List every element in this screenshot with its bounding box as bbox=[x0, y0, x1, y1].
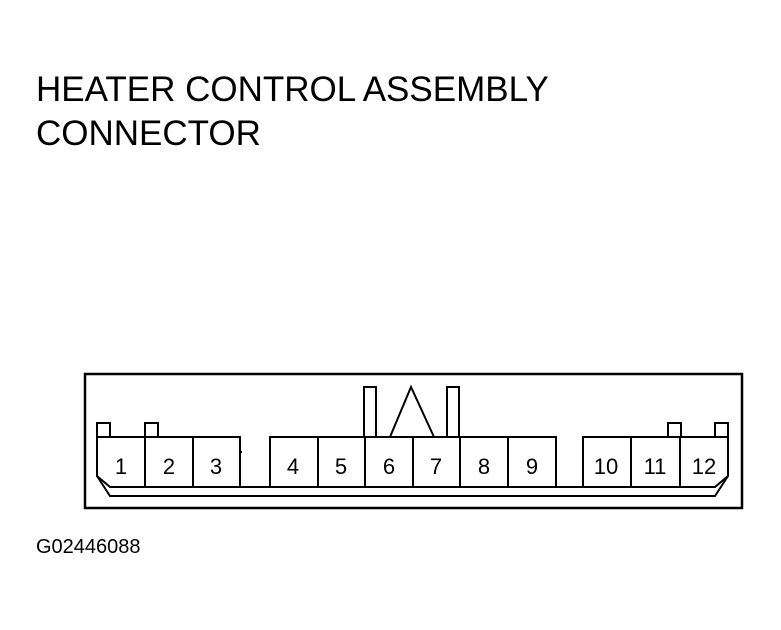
pin-label-4: 4 bbox=[287, 454, 299, 479]
diagram-title-line-2: CONNECTOR bbox=[36, 114, 261, 153]
pin-label-3: 3 bbox=[210, 454, 222, 479]
pin-group-center bbox=[269, 436, 557, 488]
pin-group-right bbox=[582, 436, 729, 488]
diagram-title-line-1: HEATER CONTROL ASSEMBLY bbox=[36, 70, 549, 109]
pin-label-10: 10 bbox=[594, 454, 618, 479]
pin-label-11: 11 bbox=[644, 454, 667, 479]
pin-label-5: 5 bbox=[335, 454, 347, 479]
pin-label-7: 7 bbox=[430, 454, 442, 479]
connector-housing bbox=[83, 372, 744, 510]
connector-latch bbox=[363, 384, 460, 438]
pin-label-2: 2 bbox=[163, 454, 175, 479]
pin-label-6: 6 bbox=[383, 454, 395, 479]
pin-label-9: 9 bbox=[526, 454, 538, 479]
locating-tabs bbox=[96, 422, 729, 438]
pin-label-8: 8 bbox=[478, 454, 490, 479]
connector-bottom-rail bbox=[96, 475, 729, 497]
pin-label-12: 12 bbox=[692, 454, 716, 479]
pin-label-1: 1 bbox=[115, 454, 127, 479]
figure-code: G02446088 bbox=[36, 536, 141, 558]
pin-group-left bbox=[96, 436, 245, 488]
